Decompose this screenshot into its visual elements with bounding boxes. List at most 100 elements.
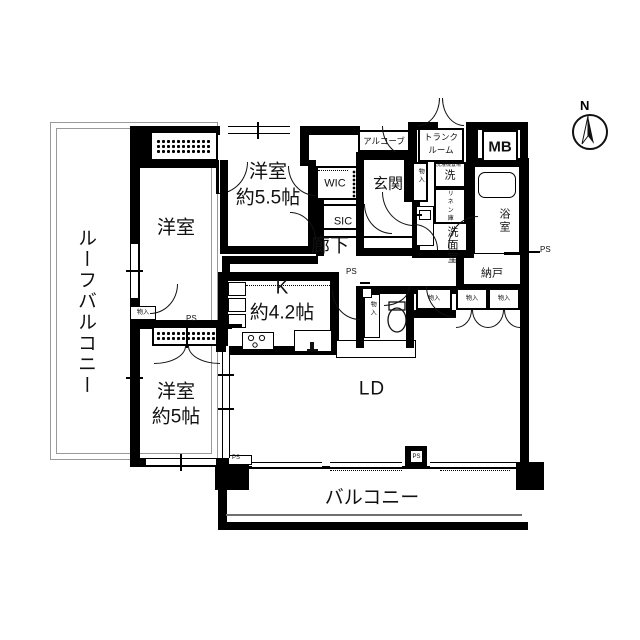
alcove-label: アルコーブ (363, 135, 405, 146)
window-room55-tick (257, 122, 259, 139)
storeroom-bottom-line (464, 284, 520, 286)
ps-label-balcony-mid: PS (412, 454, 421, 460)
ps-leader-kitchen (206, 322, 220, 324)
wall-kitchen-left (218, 272, 228, 350)
western-room-bottom-size: 約5帖 (151, 406, 201, 428)
bathroom-label: 浴室 (498, 208, 510, 234)
trunk-room-box[interactable] (418, 128, 464, 162)
wall-room55-left (220, 160, 228, 254)
wall-room5-right-stub (216, 326, 226, 352)
wall-alcove-left (408, 122, 417, 166)
wall-kitchen-right (330, 272, 339, 350)
closet-room5-divider (186, 326, 188, 348)
ps-box-balcony-left (228, 455, 252, 465)
wall-right-outer (520, 158, 529, 488)
door-trunk-right[interactable] (442, 98, 464, 126)
closet-genkan-label: 物入 (417, 168, 425, 185)
compass-needle (581, 115, 594, 145)
partition-tick-1 (218, 374, 234, 376)
kitchen-upper-cabinet-line (246, 285, 330, 286)
door-closet-right-2b[interactable] (472, 310, 488, 328)
ps-label-balcony-left: PS (232, 455, 241, 461)
ps-box-toilet (362, 288, 372, 298)
mb-label: MB (488, 138, 512, 156)
wall-left-upper (130, 126, 140, 326)
wall-corridor-left-top (222, 256, 318, 264)
wall-sic-left (316, 200, 324, 256)
door-closet-right-2a[interactable] (456, 310, 472, 328)
closet-right-3[interactable] (488, 288, 520, 310)
balcony-slider-3[interactable] (430, 462, 516, 468)
ps-leader-right (528, 251, 540, 253)
closet-upper-left-hatch (156, 139, 212, 153)
balcony-wall-left (218, 462, 227, 530)
wic-label: WIC (324, 177, 346, 190)
wall-stub-upper-left (140, 126, 150, 164)
wall-genkan-left (356, 152, 364, 256)
door-hinge-left-room (216, 160, 219, 194)
closet-genkan-box[interactable] (412, 162, 428, 202)
storeroom-label: 納戸 (481, 267, 503, 280)
wall-toilet-left (356, 286, 364, 348)
closet-right-2-label: 物入 (465, 294, 479, 302)
kitchen-cabinet-2 (228, 298, 246, 312)
wall-top-4 (466, 122, 528, 130)
entrance-label: 玄関 (372, 175, 404, 193)
kitchen-cabinet-1 (228, 282, 246, 296)
wall-mb-right (520, 122, 528, 166)
washer-icon-label: 洗 (444, 169, 456, 182)
western-room-top-size: 約5.5帖 (235, 187, 301, 209)
closet-left-mid-label: 物入 (136, 308, 150, 316)
partition-room5-ld[interactable] (222, 346, 230, 458)
ps-line-kitchen (222, 324, 242, 327)
closet-toilet-box[interactable] (364, 294, 380, 338)
balcony-threshold-2 (440, 470, 510, 471)
sic-label: SIC (333, 215, 353, 228)
wall-stub-kitchen-corner (222, 256, 230, 274)
balcony-slider-1[interactable] (252, 462, 322, 468)
western-room-top-label: 洋室 (248, 161, 288, 183)
roof-balcony-label: ルーフバルコニー (75, 228, 96, 396)
ps-leader-toilet (360, 282, 370, 284)
door-closet-right-3a[interactable] (488, 310, 504, 328)
wall-genkan-top (356, 152, 410, 160)
window-left-upper-tick (126, 270, 143, 272)
gas-stove-icon (242, 332, 274, 350)
window-room5-tick (180, 454, 182, 471)
wall-trunk-right (466, 122, 478, 166)
wall-left-mid (130, 320, 232, 329)
sic-shelf (322, 228, 364, 230)
north-arrow-icon: N (566, 98, 610, 156)
partition-tick-2 (218, 408, 234, 410)
wall-storeroom-left (456, 258, 464, 286)
balcony-slider-2[interactable] (330, 462, 402, 468)
western-room-left-label: 洋室 (156, 217, 196, 239)
ps-label-toilet: PS (346, 267, 357, 276)
linen-closet-box[interactable] (434, 188, 466, 224)
wall-washroom-bottom (412, 250, 474, 258)
wall-genkan-right (404, 152, 412, 202)
window-room55-top[interactable] (228, 126, 290, 134)
wall-closet-upper-left-bottom (140, 160, 218, 168)
compass-north-label: N (580, 98, 590, 113)
mb-box[interactable] (482, 130, 518, 162)
closet-right-2[interactable] (456, 288, 488, 310)
wall-top-3 (408, 122, 438, 130)
genkan-step-line (360, 236, 412, 238)
wall-washroom-right (466, 162, 474, 258)
washer-space-box (434, 162, 466, 188)
balcony-rail-line (226, 514, 522, 516)
wall-closet-stub (140, 160, 150, 168)
ps-inner-balcony-mid (410, 450, 423, 463)
door-closet-right-3b[interactable] (504, 310, 520, 328)
sink-tap (307, 342, 318, 352)
wall-top-2b (300, 126, 309, 166)
wall-top-2 (300, 126, 360, 135)
wall-closet-right-1-bottom (414, 310, 456, 318)
ld-label: LD (358, 378, 386, 400)
compass-ring (572, 114, 608, 150)
door-washroom[interactable] (414, 224, 438, 250)
kitchen-counter-base (228, 346, 338, 355)
wall-toilet-right (406, 286, 414, 348)
ps-label-kitchen: PS (186, 314, 197, 323)
